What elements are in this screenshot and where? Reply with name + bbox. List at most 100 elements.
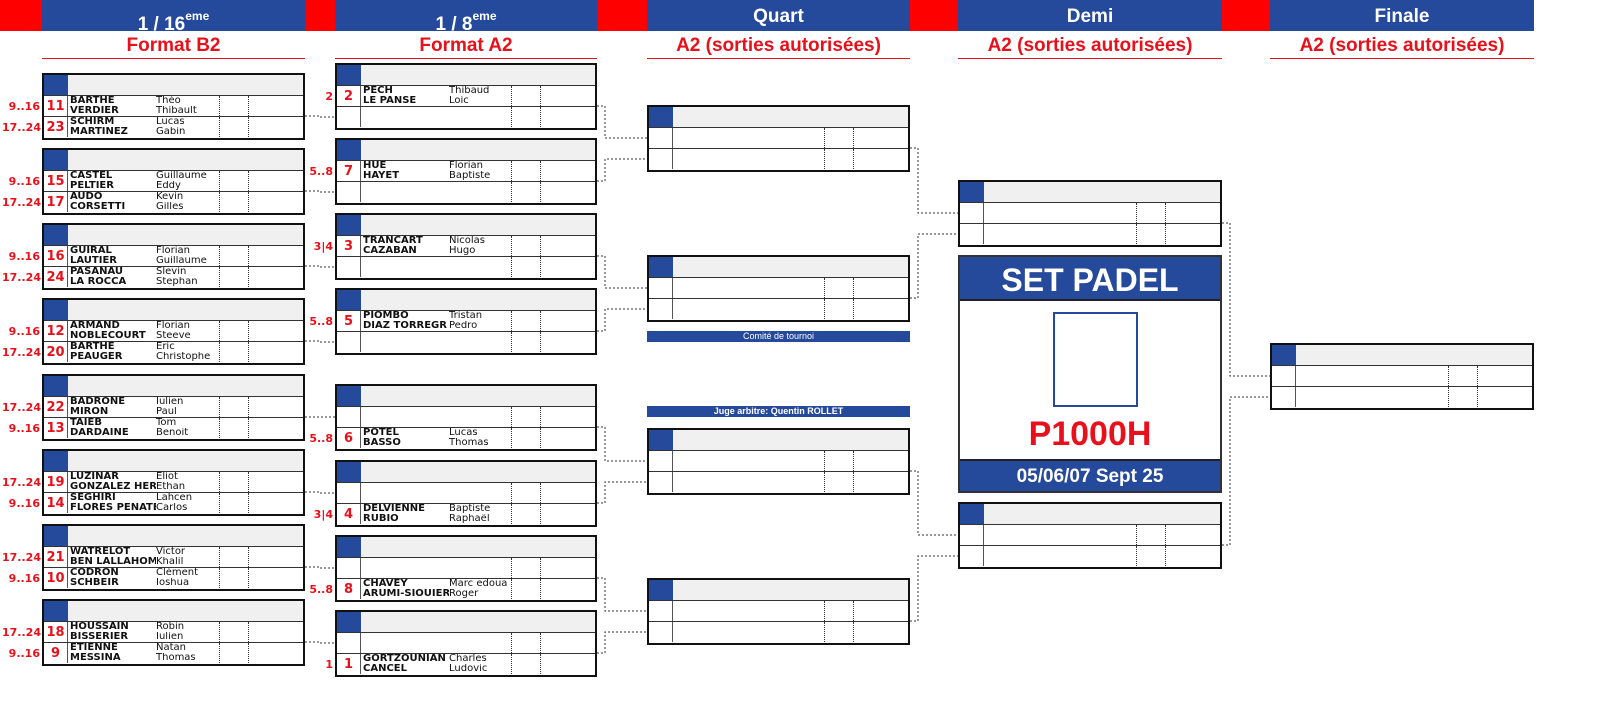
team-row[interactable] bbox=[960, 203, 1220, 224]
team-seed: 6 bbox=[337, 428, 361, 448]
team-row[interactable] bbox=[337, 558, 595, 579]
team-seed: 10 bbox=[44, 568, 68, 588]
team-seed: 16 bbox=[44, 246, 68, 266]
player-last-name: CANCEL bbox=[363, 664, 407, 674]
score-cell-divider bbox=[511, 86, 512, 106]
match-header bbox=[649, 580, 908, 601]
team-row[interactable] bbox=[337, 332, 595, 353]
player-last-name: MARTINEZ bbox=[70, 127, 128, 137]
round-title-sup: eme bbox=[472, 9, 497, 23]
score-cell-divider bbox=[248, 643, 249, 663]
team-row[interactable] bbox=[649, 451, 908, 472]
match-header bbox=[44, 225, 303, 246]
match-header-marker bbox=[44, 376, 68, 396]
connector-line bbox=[597, 426, 647, 462]
team-seed bbox=[1272, 366, 1296, 386]
seed-range-label: 17..24 bbox=[2, 626, 41, 639]
connector-line bbox=[305, 340, 335, 343]
score-cell-divider bbox=[219, 397, 220, 417]
seed-range-label: 5..8 bbox=[309, 583, 333, 596]
match-box bbox=[958, 502, 1222, 569]
team-seed bbox=[649, 128, 673, 148]
team-row[interactable] bbox=[649, 622, 908, 643]
score-cell-divider bbox=[824, 472, 825, 492]
player-first-name: Khalil bbox=[156, 557, 184, 567]
team-row[interactable] bbox=[337, 483, 595, 504]
player-first-name: Thomas bbox=[156, 653, 196, 663]
player-last-name: TAIEB bbox=[70, 418, 102, 428]
team-row[interactable] bbox=[960, 525, 1220, 546]
team-row[interactable] bbox=[337, 107, 595, 128]
score-cell-divider bbox=[540, 654, 541, 674]
player-first-name: Ethan bbox=[156, 482, 186, 492]
match-header-marker bbox=[44, 526, 68, 546]
team-row[interactable] bbox=[337, 182, 595, 203]
team-row[interactable] bbox=[649, 128, 908, 149]
score-cell-divider bbox=[540, 86, 541, 106]
score-cell-divider bbox=[219, 171, 220, 191]
team-row[interactable] bbox=[649, 149, 908, 170]
team-seed: 15 bbox=[44, 171, 68, 191]
score-cell-divider bbox=[511, 161, 512, 181]
team-row[interactable] bbox=[649, 299, 908, 320]
player-first-name: Hugo bbox=[449, 246, 476, 256]
player-first-name: Gilles bbox=[156, 202, 184, 212]
team-row[interactable] bbox=[1272, 366, 1532, 387]
team-row[interactable] bbox=[649, 472, 908, 493]
team-row[interactable] bbox=[649, 601, 908, 622]
score-cell-divider bbox=[248, 547, 249, 567]
score-cell-divider bbox=[248, 246, 249, 266]
team-row[interactable] bbox=[337, 407, 595, 428]
team-seed: 4 bbox=[337, 504, 361, 524]
team-row[interactable] bbox=[649, 278, 908, 299]
team-seed bbox=[649, 278, 673, 298]
score-cell-divider bbox=[248, 622, 249, 642]
team-row[interactable] bbox=[337, 633, 595, 654]
match-header bbox=[44, 526, 303, 547]
seed-range-label: 17..24 bbox=[2, 346, 41, 359]
team-row[interactable] bbox=[960, 546, 1220, 567]
seed-range-label: 9..16 bbox=[8, 647, 40, 660]
score-cell-divider bbox=[824, 601, 825, 621]
team-row[interactable] bbox=[337, 257, 595, 278]
team-seed: 3 bbox=[337, 236, 361, 256]
round-title: Demi bbox=[1066, 6, 1114, 27]
team-row[interactable] bbox=[1272, 387, 1532, 408]
team-row[interactable] bbox=[960, 224, 1220, 245]
player-last-name: BASSO bbox=[363, 438, 401, 448]
connector-line bbox=[910, 470, 958, 536]
seed-range-label: 9..16 bbox=[8, 100, 40, 113]
